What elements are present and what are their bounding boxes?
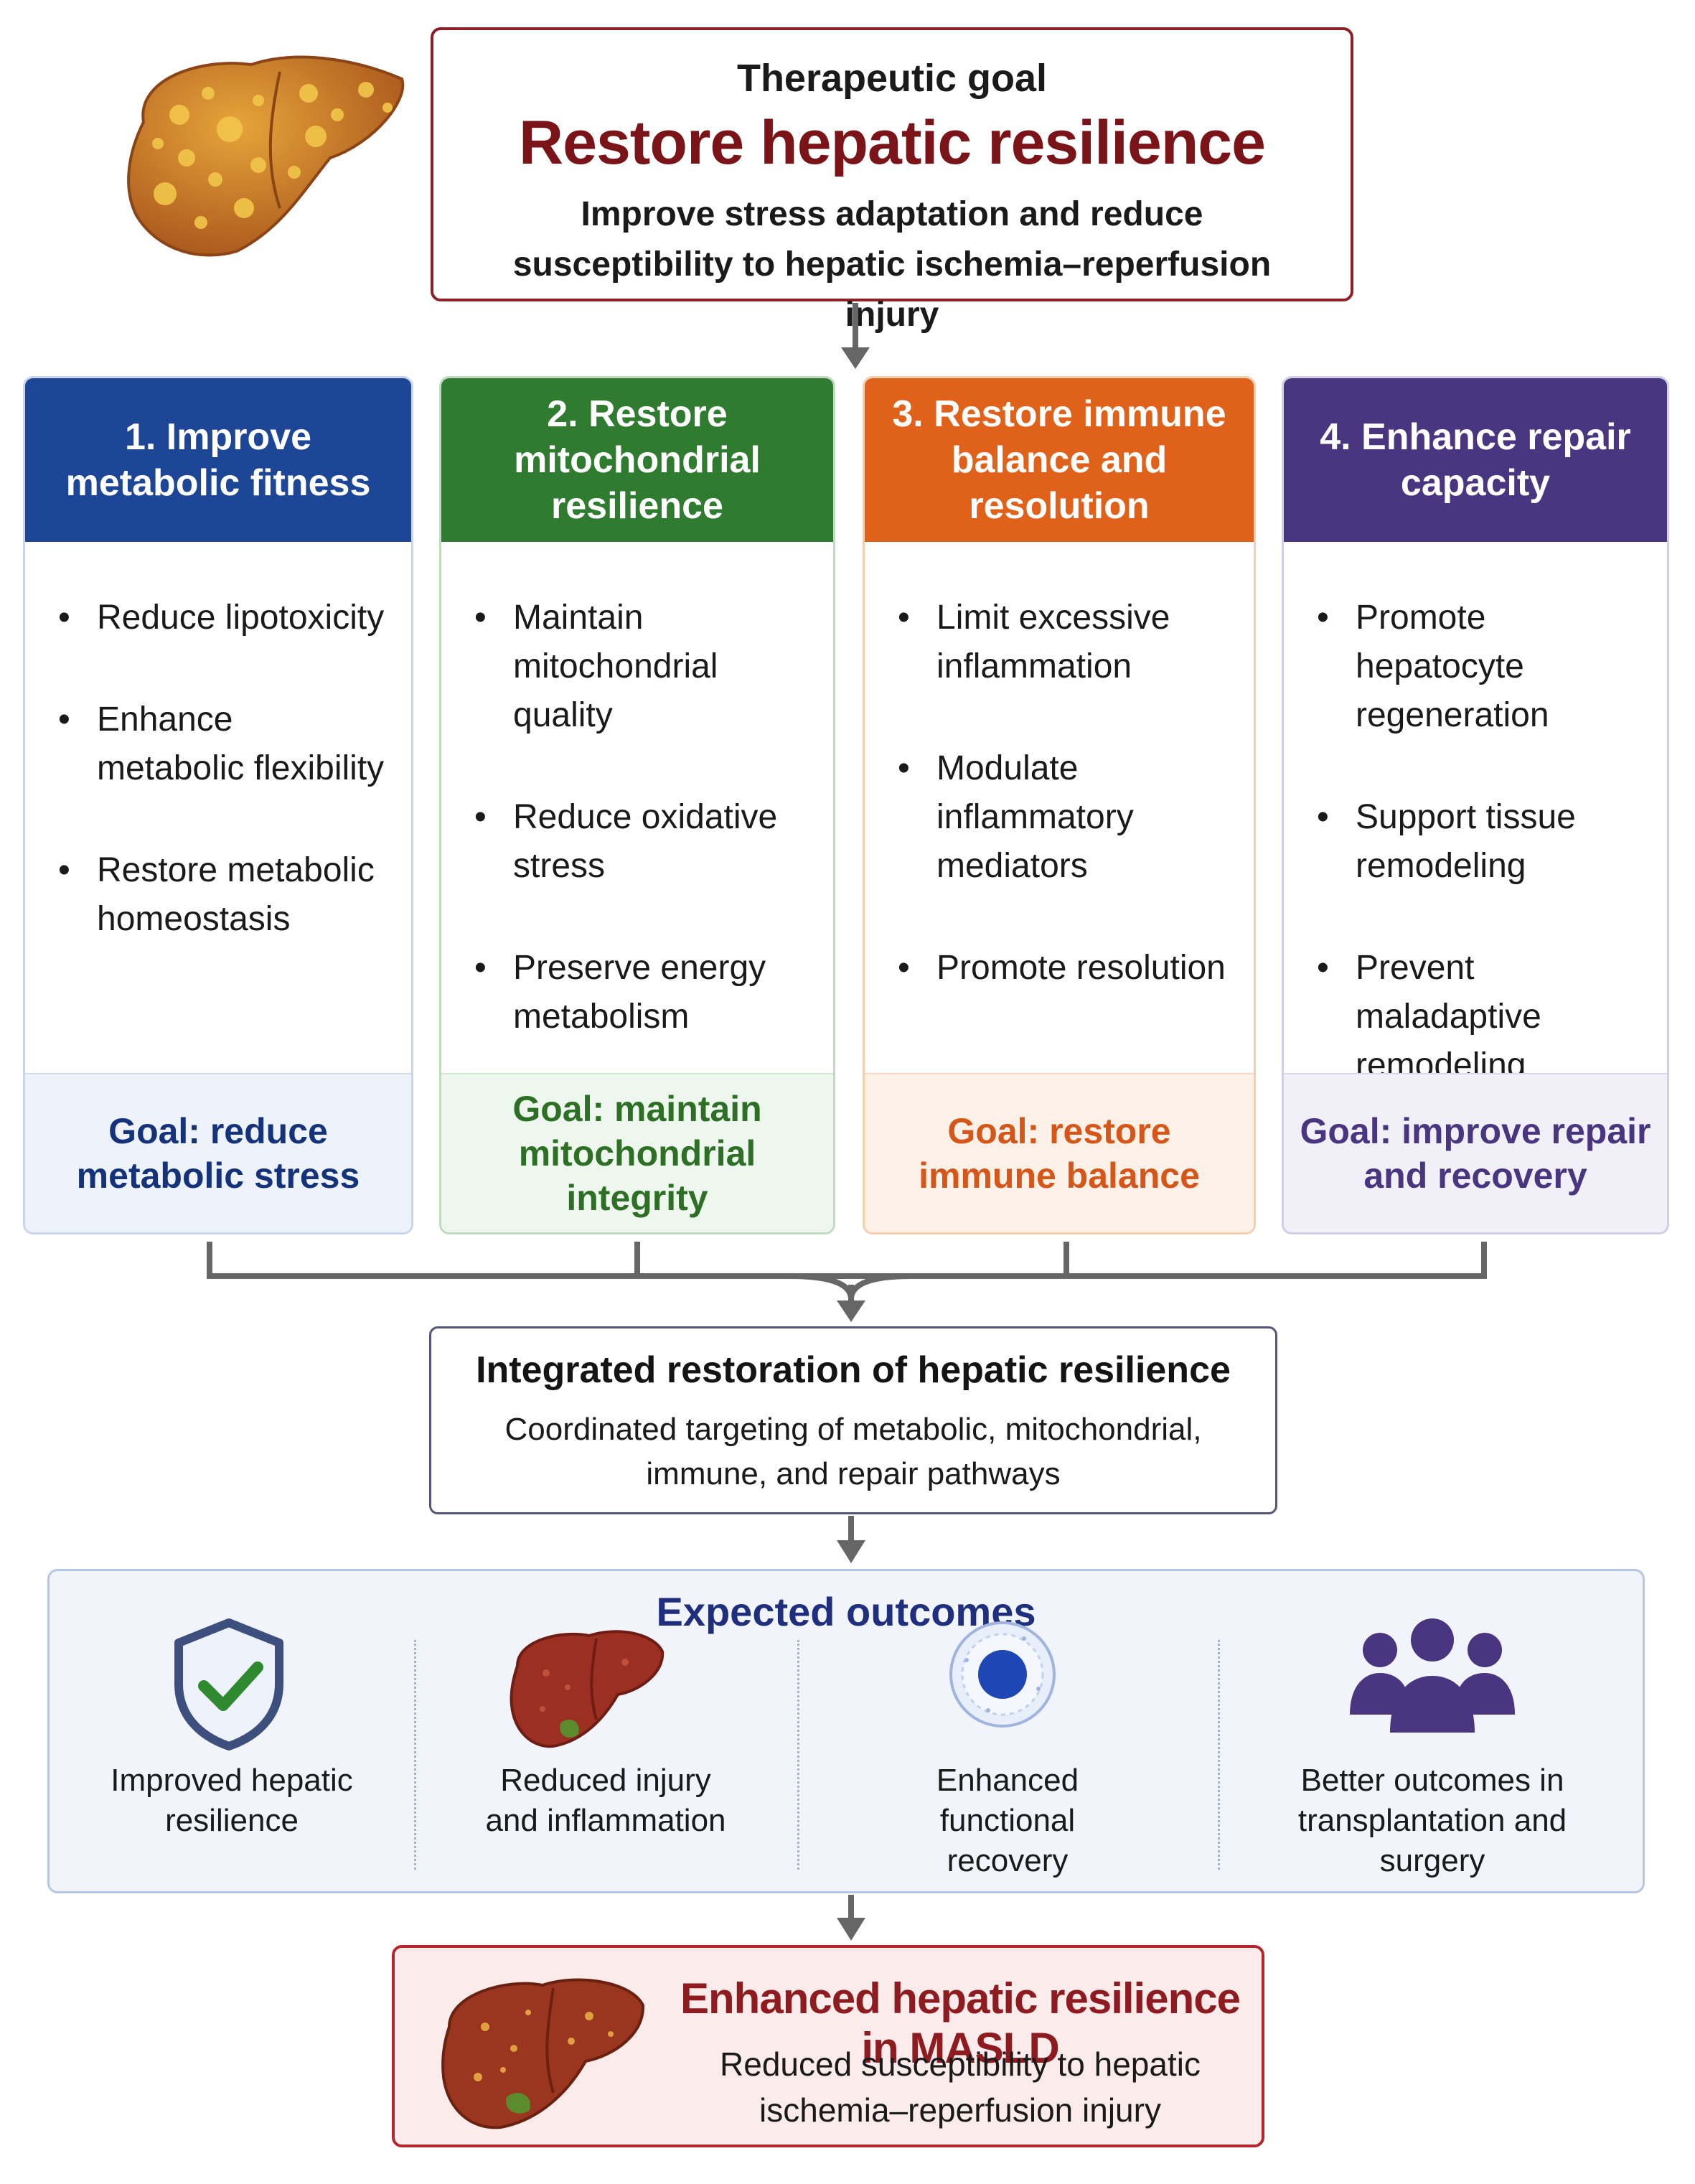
liver-icon (510, 1630, 665, 1748)
final-description: Reduced susceptibility to hepatic ischem… (720, 2045, 1201, 2129)
outcome-label: Improved hepatic resilience (111, 1763, 353, 1838)
therapeutic-goal-box: Therapeutic goal Restore hepatic resilie… (431, 27, 1353, 334)
outcome-item: Reduced injury and inflammation (414, 1571, 797, 1895)
shield-check-icon (174, 1618, 283, 1751)
strategy-column-immune: 3. Restore immune balance and resolution… (863, 376, 1256, 1234)
outcomes-title: Expected outcomes (656, 1589, 1036, 1634)
list-item: Restore metabolic homeostasis (58, 846, 390, 944)
outcome-label: Enhanced functional recovery (936, 1763, 1079, 1878)
divider (797, 1640, 799, 1870)
people-icon (1350, 1618, 1515, 1733)
bullet-list: Maintain mitochondrial quality Reduce ox… (441, 594, 833, 1095)
goal-title: Restore hepatic resilience (519, 108, 1266, 177)
divider (1218, 1640, 1220, 1870)
list-item: Preserve energy metabolism (474, 944, 812, 1041)
final-outcome-box: Enhanced hepatic resilience in MASLD Red… (392, 1945, 1264, 2147)
final-title: Enhanced hepatic resilience in MASLD (680, 1974, 1241, 2072)
strategy-column-mitochondrial: 2. Restore mitochondrial resilience Main… (439, 376, 835, 1234)
liver-icon (441, 1978, 645, 2129)
list-item: Limit excessive inflammation (898, 594, 1232, 691)
outcome-label: Better outcomes in transplantation and s… (1297, 1763, 1567, 1878)
integrated-title: Integrated restoration of hepatic resili… (476, 1349, 1231, 1391)
list-item: Enhance metabolic flexibility (58, 695, 390, 793)
list-item: Promote hepatocyte regeneration (1317, 594, 1645, 740)
outcome-label: Reduced injury and inflammation (485, 1763, 726, 1838)
column-goal: Goal: reduce metabolic stress (25, 1073, 411, 1232)
strategy-column-metabolic: 1. Improve metabolic fitness Reduce lipo… (23, 376, 413, 1234)
list-item: Promote resolution (898, 944, 1232, 993)
outcome-item: Better outcomes in transplantation and s… (1218, 1571, 1647, 1895)
divider (414, 1640, 416, 1870)
bullet-list: Reduce lipotoxicity Enhance metabolic fl… (25, 594, 411, 997)
list-item: Maintain mitochondrial quality (474, 594, 812, 740)
strategy-column-repair: 4. Enhance repair capacity Promote hepat… (1282, 376, 1669, 1234)
column-header: 2. Restore mitochondrial resilience (441, 378, 833, 542)
column-goal: Goal: improve repair and recovery (1284, 1073, 1667, 1232)
integrated-description: Coordinated targeting of metabolic, mito… (504, 1412, 1202, 1491)
goal-subtitle: Improve stress adaptation and reduce sus… (512, 195, 1272, 334)
cell-icon (949, 1621, 1056, 1728)
goal-label: Therapeutic goal (736, 57, 1048, 100)
list-item: Reduce oxidative stress (474, 793, 812, 891)
column-header: 3. Restore immune balance and resolution (865, 378, 1254, 542)
column-goal: Goal: maintain mitochondrial integrity (441, 1073, 833, 1232)
bullet-list: Limit excessive inflammation Modulate in… (865, 594, 1254, 1046)
bullet-list: Promote hepatocyte regeneration Support … (1284, 594, 1667, 1143)
outcome-item: Improved hepatic resilience (50, 1571, 414, 1895)
list-item: Reduce lipotoxicity (58, 594, 390, 642)
outcome-item: Enhanced functional recovery (797, 1571, 1218, 1895)
column-header: 1. Improve metabolic fitness (25, 378, 411, 542)
expected-outcomes-box: Expected outcomes Improved hepatic resil… (47, 1569, 1645, 1893)
list-item: Modulate inflammatory mediators (898, 744, 1232, 891)
integrated-restoration-box: Integrated restoration of hepatic resili… (429, 1326, 1277, 1514)
fatty-liver-illustration (127, 55, 405, 257)
column-goal: Goal: restore immune balance (865, 1073, 1254, 1232)
list-item: Prevent maladaptive remodeling (1317, 944, 1645, 1090)
list-item: Support tissue remodeling (1317, 793, 1645, 891)
column-header: 4. Enhance repair capacity (1284, 378, 1667, 542)
